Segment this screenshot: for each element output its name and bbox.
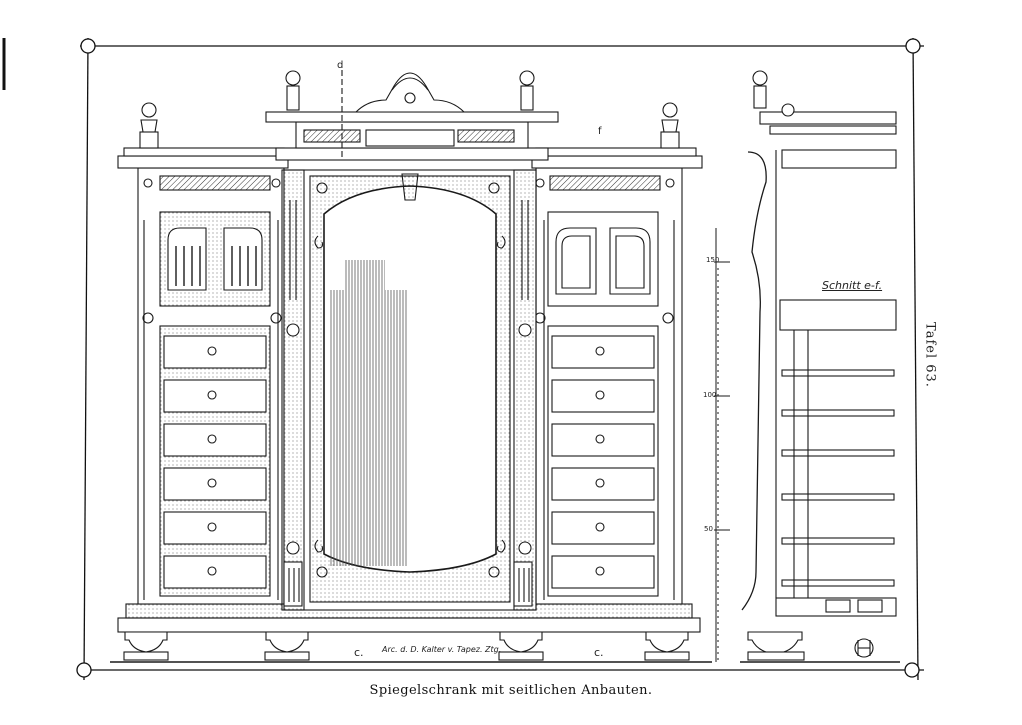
plate-caption: Spiegelschrank mit seitlichen Anbauten. xyxy=(369,683,653,698)
wardrobe-front xyxy=(110,70,712,663)
cut-label-c-right: c. xyxy=(594,646,604,659)
feet xyxy=(123,631,690,661)
cut-label-f: f xyxy=(598,126,602,137)
scale-bar xyxy=(714,228,730,662)
cut-label-d: d xyxy=(337,60,344,71)
scale-mark-150: 150 xyxy=(706,256,720,264)
scale-mark-100: 100 xyxy=(703,391,717,399)
publisher-credit: Arc. d. D. Kalter v. Tapez. Ztg. xyxy=(382,645,502,654)
section-ef xyxy=(740,70,900,663)
drawers-left xyxy=(159,325,271,597)
finials xyxy=(139,70,680,149)
drawers-right xyxy=(547,325,659,597)
section-label: Schnitt e-f. xyxy=(822,279,883,292)
section-shelves xyxy=(781,369,895,587)
plate-number: Tafel 63. xyxy=(922,322,938,388)
cut-label-c-left: c. xyxy=(354,646,364,659)
scale-mark-50: 50 xyxy=(704,525,713,533)
plate-frame xyxy=(76,37,924,681)
